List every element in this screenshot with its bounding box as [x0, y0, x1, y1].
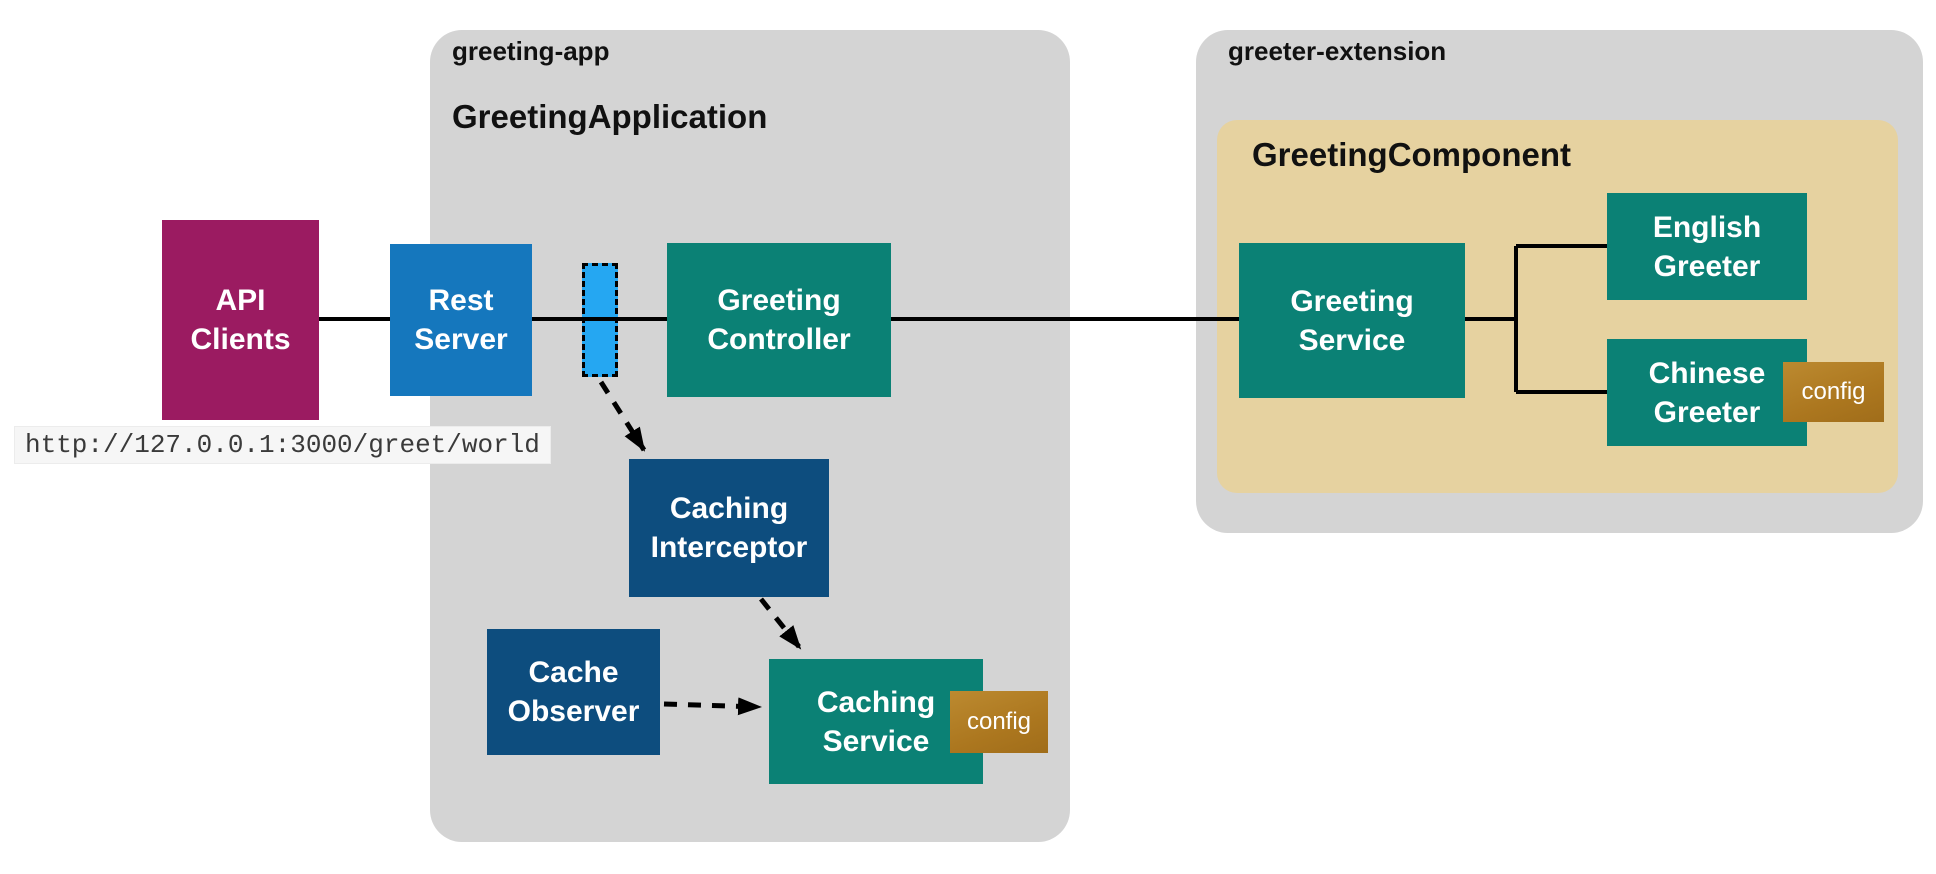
node-english-greeter: English Greeter: [1607, 193, 1807, 300]
node-rest-server: Rest Server: [390, 244, 532, 396]
caching-service-config-badge: config: [950, 691, 1048, 753]
node-greeting-controller: Greeting Controller: [667, 243, 891, 397]
greeter-extension-label: greeter-extension: [1228, 36, 1447, 66]
node-cache-observer: Cache Observer: [487, 629, 660, 755]
node-greeting-service: Greeting Service: [1239, 243, 1465, 398]
node-caching-interceptor-label: Caching Interceptor: [650, 492, 808, 564]
node-chinese-greeter: Chinese Greeter: [1607, 339, 1807, 446]
node-greeting-controller-label: Greeting Controller: [707, 284, 851, 356]
caching-service-config-label: config: [966, 708, 1032, 735]
chinese-greeter-config-label: config: [1801, 378, 1866, 405]
node-caching-interceptor: Caching Interceptor: [629, 459, 829, 597]
greeting-application-title: GreetingApplication: [452, 98, 768, 135]
node-caching-service-label: Caching Service: [816, 685, 936, 758]
node-caching-service: Caching Service: [769, 659, 983, 784]
chinese-greeter-config-badge: config: [1783, 362, 1884, 422]
node-greeting-service-label: Greeting Service: [1290, 284, 1414, 357]
node-api-clients: API Clients: [162, 220, 319, 420]
node-api-clients-label: API Clients: [190, 284, 291, 356]
node-cache-observer-label: Cache Observer: [507, 656, 640, 728]
node-interceptor-pipe: [582, 263, 618, 377]
node-chinese-greeter-label: Chinese Greeter: [1648, 356, 1766, 429]
node-english-greeter-label: English Greeter: [1652, 210, 1762, 283]
greeting-app-label: greeting-app: [452, 36, 610, 66]
greeting-component-title: GreetingComponent: [1252, 136, 1571, 173]
node-rest-server-label: Rest Server: [414, 284, 508, 356]
request-url-label: http://127.0.0.1:3000/greet/world: [14, 426, 551, 464]
